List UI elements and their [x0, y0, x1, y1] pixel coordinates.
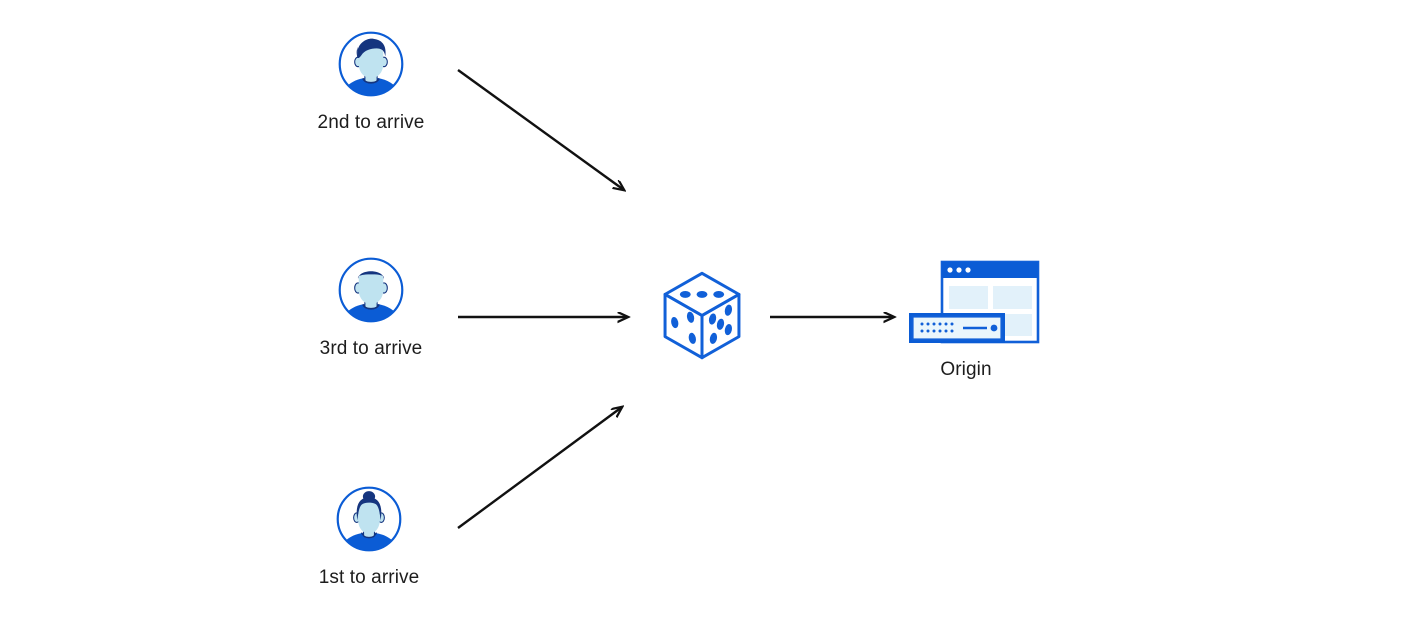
node-visitor-2nd[interactable]: 2nd to arrive: [303, 30, 439, 134]
node-label: 3rd to arrive: [319, 338, 423, 359]
user-avatar-icon: [335, 485, 403, 553]
node-visitor-1st[interactable]: 1st to arrive: [301, 485, 437, 589]
node-label: 1st to arrive: [318, 567, 420, 588]
node-label: Origin: [940, 359, 992, 380]
user-avatar-icon: [337, 30, 405, 98]
node-label: 2nd to arrive: [317, 112, 425, 133]
node-origin[interactable]: Origin: [898, 255, 1040, 381]
dice-icon: [658, 268, 744, 360]
arrow-1st-to-dice: [457, 407, 622, 529]
server-appliance: [909, 313, 1005, 343]
node-randomizer[interactable]: [658, 268, 744, 372]
user-avatar-icon: [337, 256, 405, 324]
node-visitor-3rd[interactable]: 3rd to arrive: [303, 256, 439, 360]
origin-server-icon: [906, 255, 1040, 355]
arrow-2nd-to-dice: [457, 69, 624, 190]
